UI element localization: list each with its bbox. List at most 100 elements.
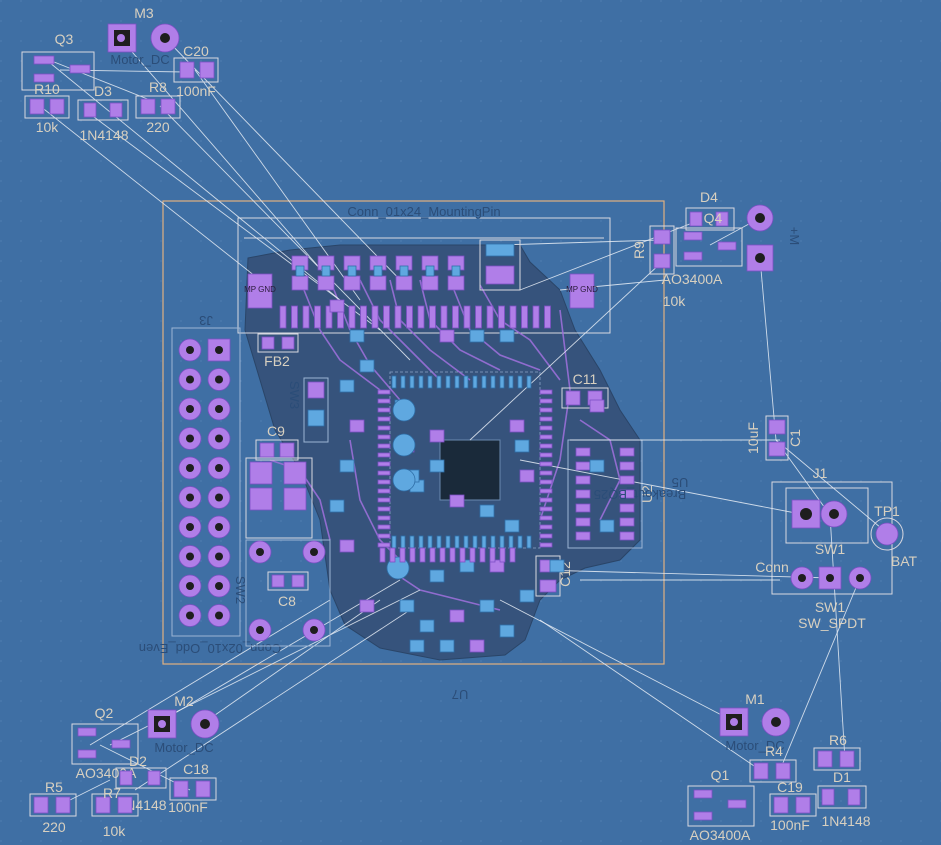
component-c9[interactable]: C9: [255, 423, 299, 461]
component-m3[interactable]: M3 Motor_DC: [107, 5, 180, 67]
component-sw2[interactable]: SW2: [233, 539, 331, 647]
u2-pad: [619, 461, 635, 471]
j3-pin: [360, 305, 367, 329]
smd-pad-bottom: [451, 265, 461, 277]
smd-pad: [409, 639, 425, 653]
component-c1[interactable]: C1 10uF: [745, 415, 803, 461]
j3-pin: [521, 305, 528, 329]
c20-ref: C20: [183, 43, 209, 59]
smd-pad: [359, 359, 375, 373]
smd-pad-bottom: [295, 265, 305, 277]
mcu-pin: [472, 375, 478, 389]
m3-value: Motor_DC: [110, 52, 169, 67]
j3-pin: [544, 305, 551, 329]
mcu-pin: [377, 479, 391, 485]
component-r10[interactable]: R10 10k: [24, 81, 70, 135]
smd-pad: [459, 559, 475, 573]
j2-drill: [186, 611, 194, 620]
component-d3[interactable]: D3 1N4148: [77, 83, 129, 143]
q4-ref: Q4: [704, 210, 723, 226]
crystal[interactable]: [245, 457, 313, 539]
smd-pad: [499, 624, 515, 638]
component-r7[interactable]: R7 10k: [91, 785, 139, 839]
mcu-pin: [490, 375, 496, 389]
component-j1[interactable]: J1 Conn: [755, 465, 848, 575]
d3-value: 1N4148: [79, 127, 128, 143]
j2-drill: [215, 346, 223, 354]
c19-ref: C19: [777, 779, 803, 795]
component-q3[interactable]: Q3: [21, 31, 95, 91]
mcu-pin: [377, 398, 391, 404]
component-r5[interactable]: R5 220: [29, 779, 77, 835]
component-r4[interactable]: R4: [749, 743, 797, 783]
j3-pin: [440, 305, 448, 329]
component-sw3[interactable]: SW3: [287, 377, 329, 443]
j2-drill: [215, 523, 223, 531]
mcu-pin: [499, 375, 505, 389]
component-c19[interactable]: C19 100nF: [769, 779, 817, 833]
component-fb2[interactable]: FB2: [257, 333, 299, 369]
component-j3[interactable]: Conn_01x24_MountingPin MP GND MP GND: [244, 204, 598, 329]
via-large: [392, 398, 416, 422]
component-c20[interactable]: C20 100nF: [173, 43, 219, 99]
regulator-pad: [485, 265, 515, 285]
smd-pad: [429, 569, 445, 583]
sw1-ref-top: SW1: [815, 541, 846, 557]
j2-drill: [215, 552, 223, 561]
component-q2[interactable]: Q2 AO3400A: [71, 705, 139, 781]
component-u2[interactable]: U2: [575, 447, 655, 541]
j1-value: Conn: [755, 559, 788, 575]
component-c12[interactable]: C12: [535, 555, 573, 597]
j2-drill: [186, 434, 194, 443]
j3-pin: [291, 305, 298, 329]
j2-drill: [186, 375, 194, 384]
smd-pad: [499, 329, 515, 343]
mcu-pin: [454, 535, 460, 549]
j2-drill: [186, 493, 194, 502]
mcu-pin: [409, 375, 415, 389]
component-c18[interactable]: C18 100nF: [168, 761, 217, 815]
mcu-pin: [427, 375, 433, 389]
j2-drill: [215, 405, 223, 413]
c19-value: 100nF: [770, 817, 810, 833]
mcu-pin: [499, 535, 505, 549]
component-sw1[interactable]: SW1 SW1 SW_SPDT: [790, 541, 872, 631]
component-m1[interactable]: M1 Motor_DC: [719, 691, 791, 753]
mcu-pin: [539, 533, 553, 539]
component-d1[interactable]: D1 1N4148: [817, 769, 871, 829]
motor-plus-connector[interactable]: +M: [746, 204, 802, 272]
component-r6[interactable]: R6: [813, 732, 861, 771]
u7-pin: [469, 547, 476, 563]
component-r8[interactable]: R8 220: [135, 79, 181, 135]
u2-ref: U2: [639, 485, 655, 503]
mcu-pin: [377, 425, 391, 431]
mcu-pin: [409, 535, 415, 549]
component-q1[interactable]: Q1 AO3400A: [687, 767, 755, 843]
smd-pad: [343, 275, 361, 291]
u2-pad: [575, 517, 591, 527]
u2-pad: [575, 503, 591, 513]
component-q4[interactable]: Q4 AO3400A: [662, 210, 743, 287]
fb2-ref: FB2: [264, 353, 290, 369]
u7-pin: [479, 547, 486, 563]
component-m2[interactable]: M2 Motor_DC: [147, 693, 220, 755]
component-d4[interactable]: D4: [685, 189, 735, 231]
mcu-pin: [391, 375, 397, 389]
c1-ref: C1: [787, 429, 803, 447]
smd-pad: [469, 329, 485, 343]
j2-drill: [186, 582, 194, 590]
j2-outline: [171, 327, 241, 637]
r5-value: 220: [42, 819, 66, 835]
mcu-pin: [400, 375, 406, 389]
mcu-pin: [377, 443, 391, 449]
component-tp1[interactable]: TP1 BAT: [870, 503, 918, 569]
mcu-pin: [526, 535, 532, 549]
component-c8[interactable]: C8: [267, 571, 309, 609]
mcu-pin: [377, 488, 391, 494]
smd-pad: [369, 275, 387, 291]
component-r9[interactable]: R9 10k: [631, 225, 686, 309]
component-j2[interactable]: [178, 338, 231, 627]
u7-pin: [379, 547, 386, 563]
smd-pad-bottom: [373, 265, 383, 277]
mcu-pin: [539, 515, 553, 521]
